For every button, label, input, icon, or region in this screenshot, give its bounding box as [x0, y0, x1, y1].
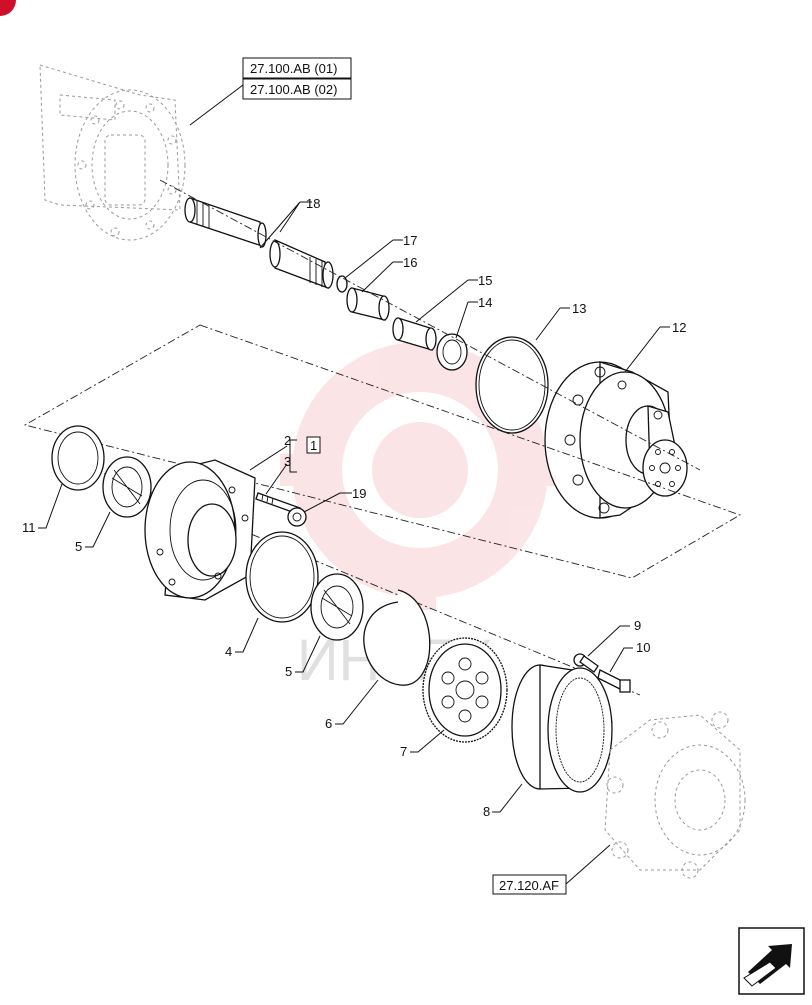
callout-11: 11	[22, 520, 36, 535]
next-page-arrow-icon[interactable]	[738, 927, 805, 995]
callout-19: 19	[352, 486, 366, 501]
nut-19	[287, 507, 307, 527]
reference-bottom[interactable]: 27.120.AF	[499, 878, 559, 893]
callout-10: 10	[636, 640, 650, 655]
center-axis	[59, 179, 701, 696]
callout-3: 3	[284, 454, 291, 469]
bearing-14	[436, 333, 468, 371]
sleeve-16	[346, 287, 390, 321]
sun-gear-7	[422, 637, 508, 743]
callout-5-upper: 5	[75, 539, 82, 554]
bearing-5-lower	[310, 573, 364, 641]
callouts: 18 17 16 15 14 13 12 2 3 19 11 5 4 5 6 7…	[22, 196, 686, 819]
bearing-5-upper	[102, 456, 152, 518]
kit-box-label: 1	[310, 438, 317, 453]
callout-13: 13	[572, 301, 586, 316]
o-ring-13	[475, 336, 549, 434]
callout-15: 15	[478, 273, 492, 288]
ring-gear-8	[511, 664, 613, 793]
callout-14: 14	[478, 295, 492, 310]
corner-mark	[0, 0, 16, 16]
circlip-6	[363, 589, 431, 686]
snap-ring-17	[336, 275, 348, 293]
drive-shaft-18	[184, 197, 334, 289]
callout-4: 4	[225, 644, 232, 659]
axle-housing-ghost	[39, 64, 186, 241]
callout-16: 16	[403, 255, 417, 270]
callout-17: 17	[403, 233, 417, 248]
callout-6: 6	[325, 716, 332, 731]
bushing-15	[392, 317, 437, 351]
o-ring-4	[245, 531, 319, 623]
flange-housing	[144, 459, 256, 601]
callout-18: 18	[306, 196, 320, 211]
callout-12: 12	[672, 320, 686, 335]
bolt-9	[573, 653, 599, 673]
callout-8: 8	[483, 804, 490, 819]
reference-top-1[interactable]: 27.100.AB (01)	[250, 61, 337, 76]
callout-2: 2	[284, 433, 291, 448]
callout-5-lower: 5	[285, 664, 292, 679]
reference-top-2[interactable]: 27.100.AB (02)	[250, 82, 337, 97]
seal-11	[51, 425, 105, 491]
callout-7: 7	[400, 744, 407, 759]
bolt-10	[597, 669, 631, 693]
leader-lines	[38, 201, 670, 813]
wheel-hub-ghost	[604, 711, 746, 879]
planetary-carrier-12	[544, 361, 688, 519]
callout-9: 9	[634, 618, 641, 633]
